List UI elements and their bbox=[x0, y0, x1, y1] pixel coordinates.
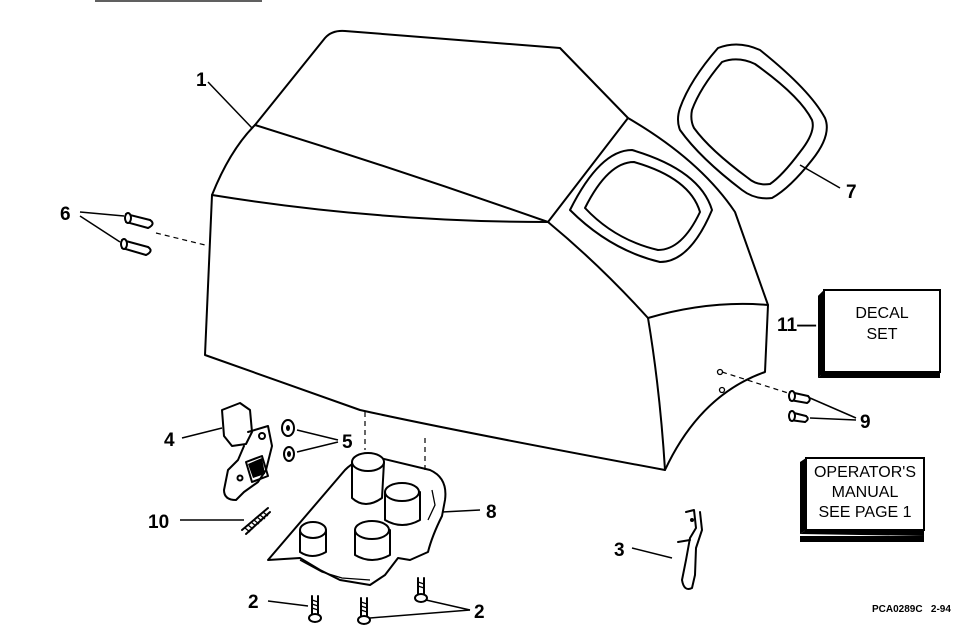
manual-box-line-1: OPERATOR'S bbox=[814, 464, 916, 481]
spring-drawing bbox=[241, 507, 271, 535]
callout-1: 1 bbox=[196, 70, 207, 91]
manual-box-line-2: MANUAL bbox=[832, 484, 899, 501]
washers-drawing bbox=[281, 419, 295, 462]
bracket-drawing bbox=[267, 452, 447, 586]
callout-4: 4 bbox=[164, 430, 175, 451]
screw-hole-lower bbox=[718, 386, 726, 394]
decal-box-line-2: SET bbox=[866, 326, 897, 343]
decal-box-line-1: DECAL bbox=[855, 305, 908, 322]
motor-cover-drawing bbox=[204, 29, 769, 471]
manual-box-line-3: SEE PAGE 1 bbox=[818, 504, 911, 521]
rivet-pins-left bbox=[120, 212, 206, 256]
callout-9: 9 bbox=[860, 412, 871, 433]
rivet-pins-right bbox=[721, 371, 811, 423]
callout-2-right: 2 bbox=[474, 602, 485, 623]
decal-set-box: DECAL SET bbox=[818, 289, 941, 378]
callout-7: 7 bbox=[846, 182, 857, 203]
callout-5: 5 bbox=[342, 432, 353, 453]
window-seal-drawing bbox=[677, 43, 828, 200]
latch-drawing bbox=[221, 402, 273, 501]
screws-drawing bbox=[308, 577, 428, 625]
callout-3: 3 bbox=[614, 540, 625, 561]
screw-hole-upper bbox=[716, 368, 724, 376]
operators-manual-box: OPERATOR'S MANUAL SEE PAGE 1 bbox=[800, 457, 925, 542]
callout-11: 11— bbox=[777, 315, 816, 336]
callout-6: 6 bbox=[60, 204, 71, 225]
callout-8: 8 bbox=[486, 502, 497, 523]
drawing-code: PCA0289C 2-94 bbox=[872, 604, 951, 615]
leader-lines bbox=[79, 81, 857, 619]
callout-2-left: 2 bbox=[248, 592, 259, 613]
clip-drawing bbox=[677, 509, 703, 590]
callout-10: 10 bbox=[148, 512, 169, 533]
